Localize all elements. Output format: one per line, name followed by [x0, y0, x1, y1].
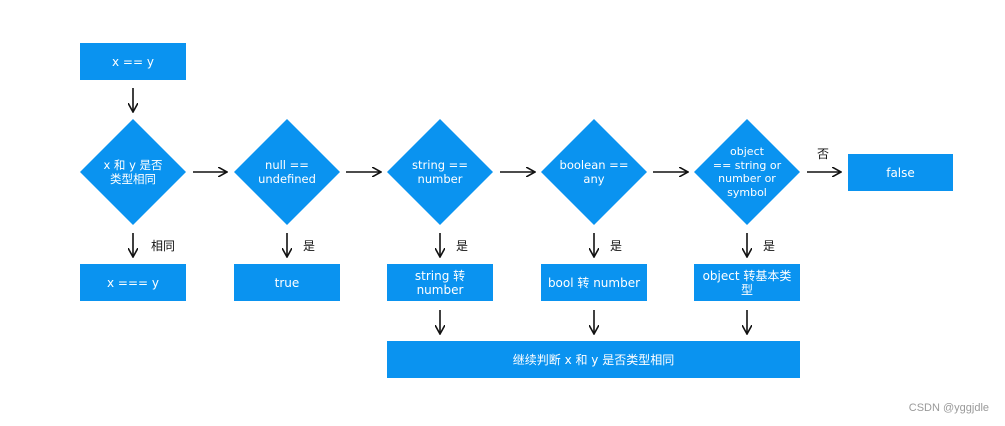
node-string-to-number: string 转 number [387, 264, 493, 301]
edge-label-no: 否 [817, 147, 830, 161]
decision-boolean-any-label: boolean == any [559, 158, 629, 186]
node-string-to-number-label: string 转 number [414, 268, 466, 297]
decision-boolean-any: boolean == any [541, 119, 647, 225]
decision-object-primitive: object == string or number or symbol [694, 119, 800, 225]
node-bool-to-number-label: bool 转 number [547, 275, 641, 290]
node-start-label: x == y [112, 54, 154, 69]
node-continue-check: 继续判断 x 和 y 是否类型相同 [387, 341, 800, 378]
edge-label-yes-null: 是 [303, 239, 316, 253]
edge-label-same: 相同 [151, 239, 176, 253]
decision-same-type-shape [80, 119, 186, 225]
node-bool-to-number: bool 转 number [541, 264, 647, 301]
node-object-to-primitive-label: object 转基本类型 [702, 268, 792, 297]
decision-string-number-shape [387, 119, 493, 225]
node-object-to-primitive: object 转基本类型 [694, 264, 800, 301]
edge-label-yes-boolean: 是 [610, 239, 623, 253]
decision-null-undefined: null == undefined [234, 119, 340, 225]
decision-same-type-label: x 和 y 是否 类型相同 [103, 158, 163, 186]
decision-null-undefined-shape [234, 119, 340, 225]
decision-string-number: string == number [387, 119, 493, 225]
decision-boolean-any-shape [541, 119, 647, 225]
decision-same-type: x 和 y 是否 类型相同 [80, 119, 186, 225]
watermark: CSDN @yggjdle [908, 402, 989, 414]
node-strict-equal-label: x === y [107, 275, 159, 290]
node-false-label: false [886, 165, 915, 180]
node-start: x == y [80, 43, 186, 80]
decision-object-primitive-label: object == string or number or symbol [712, 145, 782, 199]
node-true: true [234, 264, 340, 301]
edge-label-yes-object: 是 [763, 239, 776, 253]
decision-null-undefined-label: null == undefined [258, 158, 316, 186]
edge-label-yes-string: 是 [456, 239, 469, 253]
decision-object-primitive-shape [694, 119, 800, 225]
decision-string-number-label: string == number [412, 158, 468, 186]
node-false: false [848, 154, 953, 191]
node-continue-check-label: 继续判断 x 和 y 是否类型相同 [512, 352, 675, 367]
node-strict-equal: x === y [80, 264, 186, 301]
node-true-label: true [274, 275, 300, 290]
